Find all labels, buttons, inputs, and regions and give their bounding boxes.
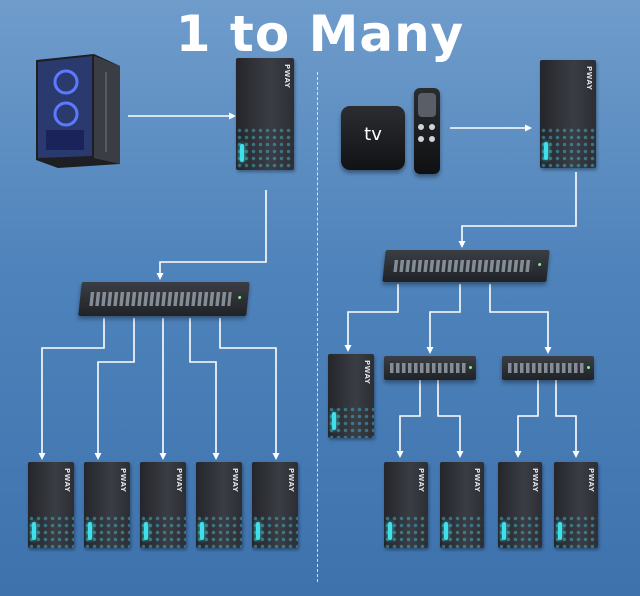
extender-brand-label: PWAY [417,468,425,493]
arrow-rx1 [38,453,46,460]
arrow-transmitter2-switch [458,241,466,248]
extender-led-strip [144,522,148,540]
center-divider [317,72,318,582]
switch-ports [389,363,467,373]
arrow-rx2 [94,453,102,460]
arrow-subswitch-a [426,347,434,354]
extender-brand-label: PWAY [283,64,291,89]
arrow-subswitch-b [544,347,552,354]
extender-brand-label: PWAY [175,468,183,493]
arrow-rx5 [272,453,280,460]
link-mainswitch-subswitch-a [429,284,461,350]
link-transmitter2-switch [461,172,577,244]
switch-led [538,262,542,266]
receiver-right-3: PWAY [498,462,542,548]
extender-led-strip [332,412,336,430]
remote-control-icon [414,88,440,174]
arrow-rb2 [572,451,580,458]
arrow-pc-transmitter [229,112,236,120]
network-switch-right-sub-a [384,356,476,380]
link-transmitter-switch [159,190,267,276]
receiver-left-5: PWAY [252,462,298,548]
extender-brand-label: PWAY [363,360,371,385]
transmitter-left: PWAY [236,58,294,170]
link-subswitch-b-rx1 [517,380,539,454]
arrow-rb1 [514,451,522,458]
transmitter-right: PWAY [540,60,596,168]
link-subswitch-b-rx2 [555,380,577,454]
link-switch-rx4 [189,318,217,456]
extender-led-strip [240,144,244,162]
extender-brand-label: PWAY [231,468,239,493]
extender-hex-pattern [236,127,294,170]
remote-button [429,136,435,142]
switch-ports [393,259,533,273]
switch-led [238,295,242,299]
extender-led-strip [32,522,36,540]
switch-ports [507,363,585,373]
extender-led-strip [200,522,204,540]
link-subswitch-a-rx2 [437,380,461,454]
remote-button [418,136,424,142]
extender-led-strip [444,522,448,540]
receiver-left-3: PWAY [140,462,186,548]
extender-led-strip [88,522,92,540]
network-switch-left [78,282,250,316]
arrow-tv-transmitter [525,124,532,132]
receiver-left-1: PWAY [28,462,74,548]
tv-logo-text: tv [364,124,382,145]
arrow-rx3 [159,453,167,460]
arrow-transmitter-switch [156,273,164,280]
extender-hex-pattern [540,126,596,168]
extender-led-strip [388,522,392,540]
network-switch-right-main [382,250,550,282]
network-switch-right-sub-b [502,356,594,380]
receiver-left-4: PWAY [196,462,242,548]
receiver-right-1: PWAY [384,462,428,548]
link-subswitch-a-rx1 [399,380,421,454]
extender-brand-label: PWAY [119,468,127,493]
extender-brand-label: PWAY [63,468,71,493]
remote-button [429,124,435,130]
extender-brand-label: PWAY [287,468,295,493]
extender-led-strip [502,522,506,540]
extender-led-strip [544,142,548,160]
diagram-title: 1 to Many [175,5,465,63]
extender-led-strip [256,522,260,540]
receiver-right-single: PWAY [328,354,374,438]
link-switch-rx5 [219,318,277,456]
switch-ports [89,292,232,306]
pc-tower-icon [36,54,120,168]
receiver-right-2: PWAY [440,462,484,548]
arrow-rx-single [344,345,352,352]
arrow-ra1 [396,451,404,458]
link-switch-rx1 [41,318,105,456]
arrow-ra2 [456,451,464,458]
receiver-left-2: PWAY [84,462,130,548]
link-mainswitch-rx-single [347,284,399,348]
remote-touchpad [418,93,436,117]
tv-box-icon: tv [341,106,405,170]
switch-led [587,365,591,369]
link-switch-rx2 [97,318,135,456]
link-mainswitch-subswitch-b [489,284,549,350]
extender-brand-label: PWAY [585,66,593,91]
extender-brand-label: PWAY [587,468,595,493]
extender-brand-label: PWAY [473,468,481,493]
extender-led-strip [558,522,562,540]
extender-brand-label: PWAY [531,468,539,493]
remote-button [418,124,424,130]
receiver-right-4: PWAY [554,462,598,548]
switch-led [469,365,473,369]
arrow-rx4 [212,453,220,460]
